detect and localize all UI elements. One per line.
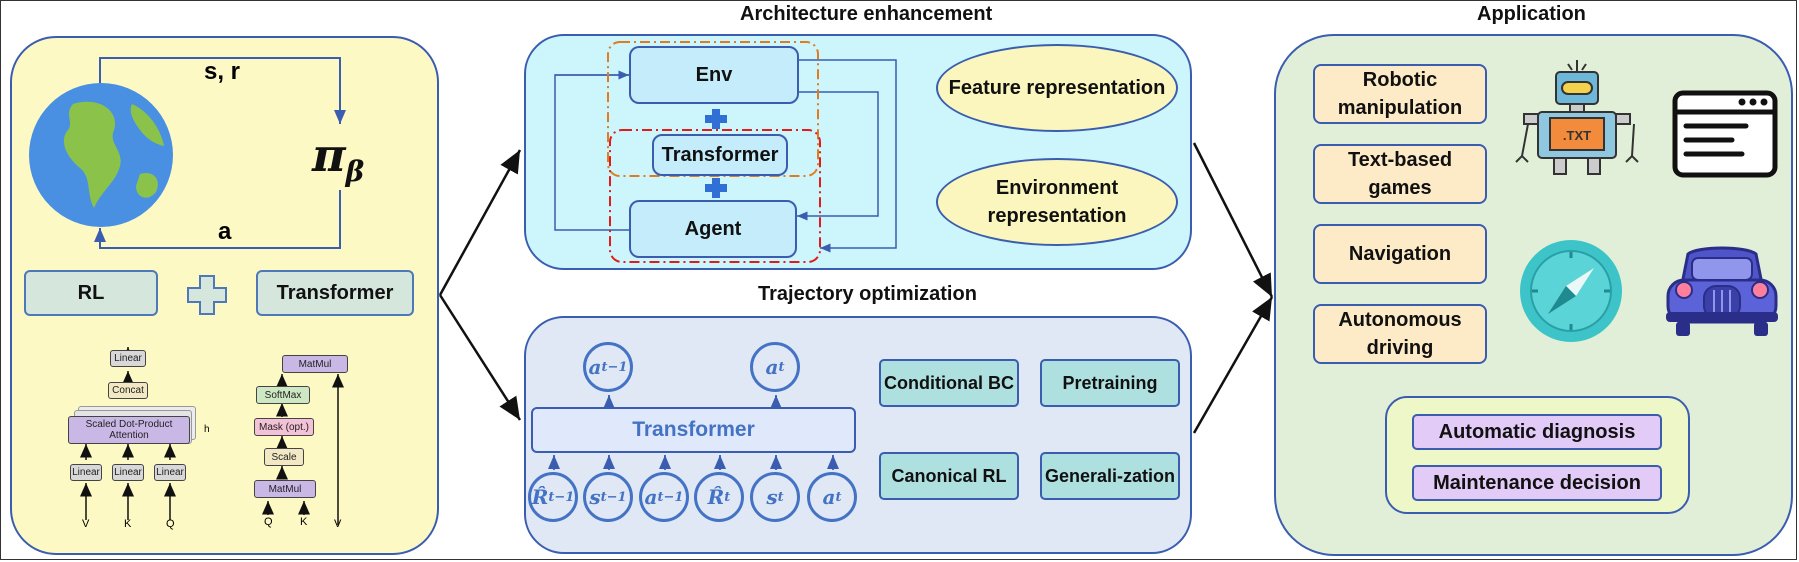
text-based-games-box: Text-based games	[1313, 144, 1487, 204]
sdp-mask: Mask (opt.)	[254, 418, 314, 436]
mha-v-label: V	[82, 518, 90, 530]
architecture-title: Architecture enhancement	[740, 3, 993, 25]
sdp-matmul-top: MatMul	[282, 355, 348, 373]
node-return-t: R̂t	[694, 472, 744, 522]
trajectory-transformer: Transformer	[531, 407, 856, 453]
sdp-matmul-bottom: MatMul	[254, 480, 316, 498]
sdp-softmax: SoftMax	[256, 386, 310, 404]
compass-icon	[1520, 240, 1622, 342]
plus-icon	[705, 109, 727, 129]
action-label: a	[218, 218, 232, 245]
sdp-scale: Scale	[264, 448, 304, 466]
plus-icon	[705, 178, 727, 198]
navigation-box: Navigation	[1313, 224, 1487, 284]
rl-box: RL	[24, 270, 158, 316]
mha-scaled-attention: Scaled Dot-Product Attention	[68, 416, 190, 444]
mha-linear-top: Linear	[110, 350, 146, 367]
conditional-bc-box: Conditional BC	[879, 359, 1019, 407]
autonomous-driving-box: Autonomous driving	[1313, 304, 1487, 364]
agent-box: Agent	[629, 200, 797, 258]
pretraining-box: Pretraining	[1040, 359, 1180, 407]
trajectory-title: Trajectory optimization	[758, 283, 977, 305]
earth-icon	[29, 83, 173, 227]
env-box: Env	[629, 46, 799, 104]
application-title: Application	[1477, 3, 1586, 25]
arch-transformer-box: Transformer	[652, 134, 788, 176]
arrow-to-architecture	[438, 149, 522, 296]
mha-concat: Concat	[108, 382, 148, 399]
mha-linear-k: Linear	[112, 464, 144, 481]
sdp-k-label: K	[300, 516, 308, 528]
automatic-diagnosis-box: Automatic diagnosis	[1412, 414, 1662, 450]
mha-linear-q: Linear	[154, 464, 186, 481]
sdp-v-label: V	[334, 518, 342, 530]
robot-icon: .TXT	[1515, 60, 1639, 175]
environment-representation: Environment representation	[936, 158, 1178, 246]
transformer-box: Transformer	[256, 270, 414, 316]
sdp-q-label: Q	[264, 516, 273, 528]
svg-text:.TXT: .TXT	[1563, 128, 1591, 143]
arrow-from-architecture	[1192, 142, 1274, 298]
plus-icon	[187, 275, 227, 315]
car-icon	[1666, 246, 1778, 336]
canonical-rl-box: Canonical RL	[879, 452, 1019, 500]
mha-k-label: K	[124, 518, 132, 530]
arrow-from-trajectory	[1192, 296, 1274, 434]
robotic-manipulation-box: Robotic manipulation	[1313, 64, 1487, 124]
maintenance-decision-box: Maintenance decision	[1412, 465, 1662, 501]
terminal-window-icon	[1672, 90, 1778, 178]
state-reward-label: s, r	[204, 58, 241, 85]
mha-linear-v: Linear	[70, 464, 102, 481]
policy-symbol: πβ	[312, 128, 365, 189]
feature-representation: Feature representation	[936, 44, 1178, 132]
generalization-box: Generali-zation	[1040, 452, 1180, 500]
mha-q-label: Q	[166, 518, 175, 530]
node-return-t-minus-1: R̂t−1	[528, 472, 578, 522]
arrow-to-trajectory	[438, 294, 522, 421]
mha-head-count: h	[204, 424, 210, 435]
